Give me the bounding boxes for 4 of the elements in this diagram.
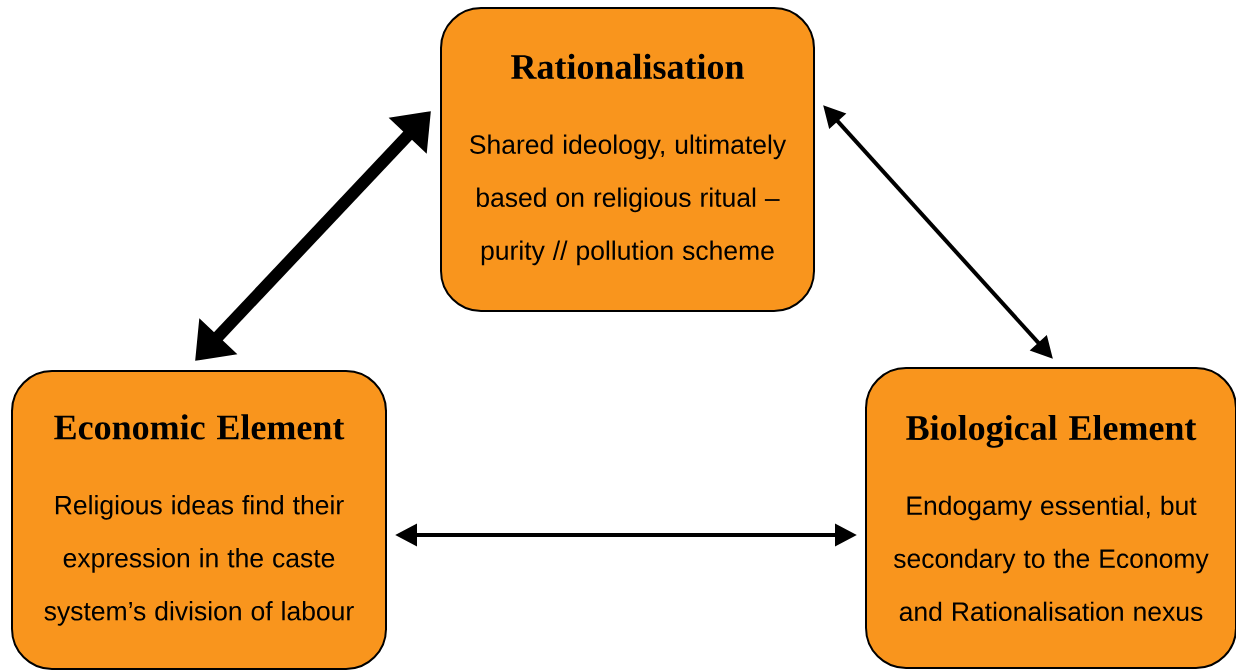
element-box: Economic Element Religious ideas find their expression in the caste system’s division of labour bbox=[11, 370, 387, 670]
double-arrow bbox=[195, 111, 431, 361]
element-box: Rationalisation Shared ideology, ultimately based on religious ritual – purity // pollution scheme bbox=[440, 7, 815, 312]
element-box: Biological Element Endogamy essential, but secondary to the Economy and Rationalisation nexus bbox=[865, 367, 1236, 669]
